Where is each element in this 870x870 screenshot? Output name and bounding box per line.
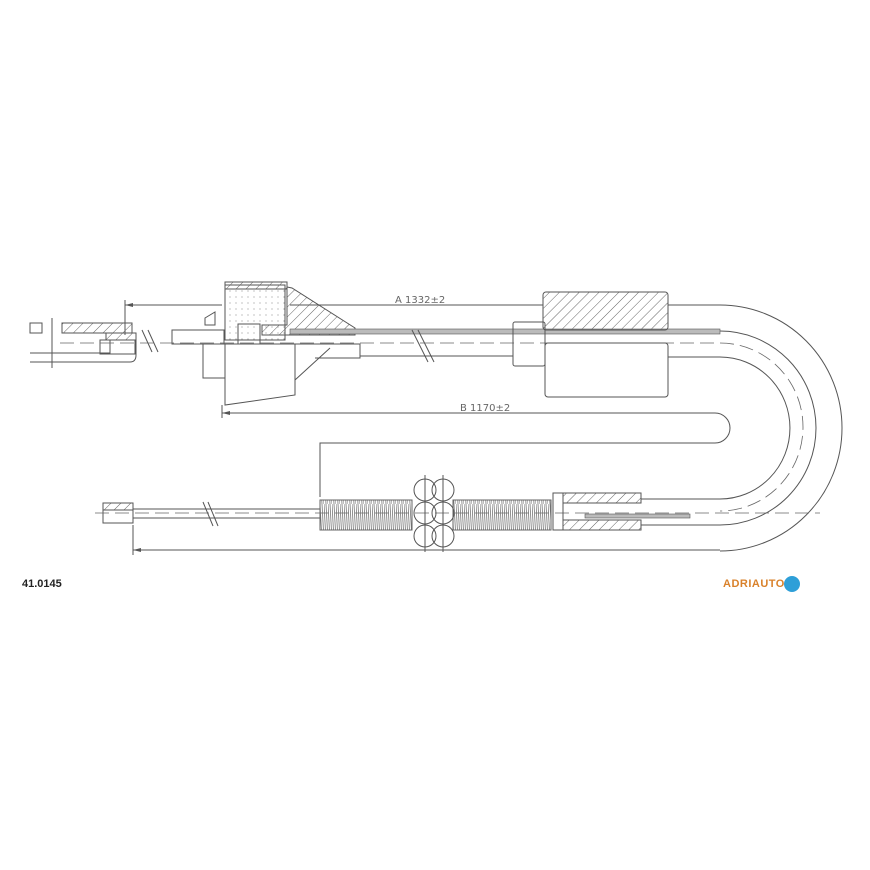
part-number: 41.0145 — [22, 578, 62, 590]
bulkhead-housing — [171, 281, 361, 418]
dimension-b-label: B 1170±2 — [460, 403, 510, 414]
sheath-fitting — [512, 291, 669, 398]
u-bend — [668, 304, 843, 552]
brand-name: ADRIAUTO — [723, 578, 785, 590]
brand-cloud-icon — [783, 576, 800, 592]
upper-cable-sheath — [60, 328, 721, 363]
dimension-a-label: A 1332±2 — [395, 295, 445, 306]
lower-cable — [95, 475, 820, 555]
fork-end — [29, 318, 159, 368]
adjuster-nuts — [413, 475, 455, 552]
dimension-a: A 1332±2 — [124, 295, 543, 335]
dimension-b: B 1170±2 — [222, 403, 731, 497]
brand-logo: ADRIAUTO — [723, 576, 800, 592]
